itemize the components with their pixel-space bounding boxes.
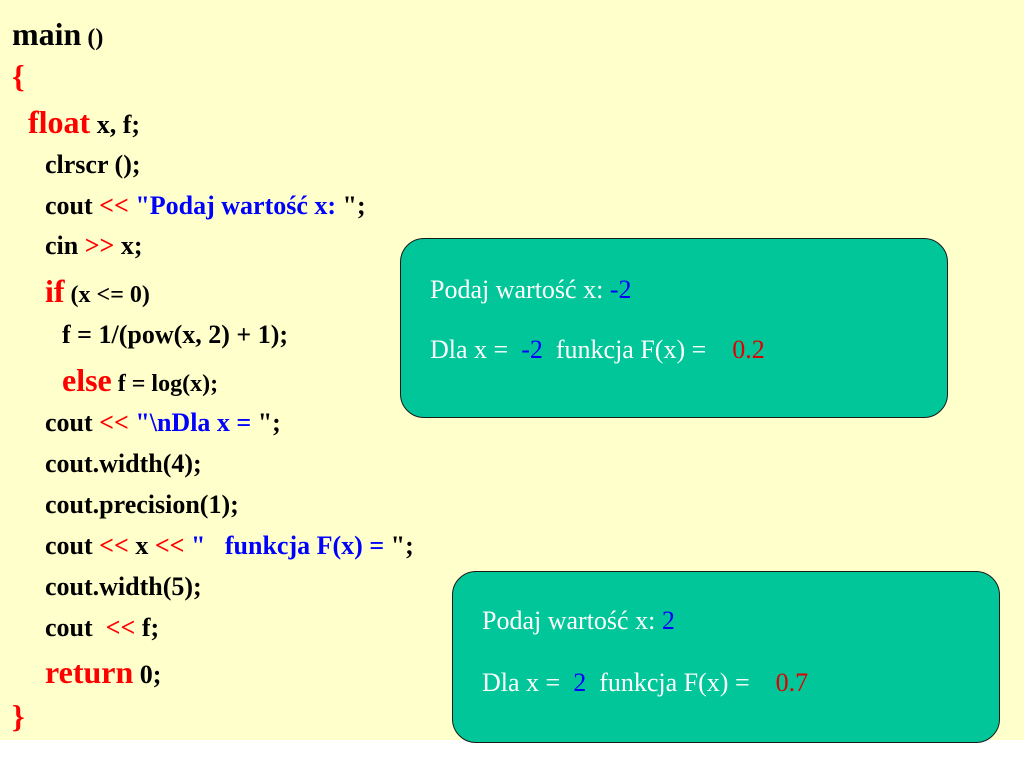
code-line-cout-funkcja: cout << x << " funkcja F(x) = ";: [45, 531, 414, 560]
x-value: 2: [573, 668, 587, 697]
code-line-clrscr: clrscr ();: [45, 150, 141, 179]
output-line-result: Dla x = -2 funkcja F(x) = 0.2: [430, 335, 765, 364]
keyword-main: main: [12, 16, 82, 52]
code-line-cout-prompt: cout << "Podaj wartość x: ";: [45, 191, 366, 220]
code-line-precision: cout.precision(1);: [45, 490, 239, 519]
code-line-return: return 0;: [45, 656, 161, 688]
code-line-cin: cin >> x;: [45, 231, 143, 260]
float-decl: x, f;: [90, 110, 141, 139]
operator-insert: <<: [99, 531, 129, 560]
slide-background: main () { float x, f; clrscr (); cout <<…: [0, 0, 1024, 743]
keyword-if: if: [45, 273, 65, 309]
keyword-float: float: [28, 104, 91, 140]
operator-insert: <<: [99, 191, 129, 220]
code-line-cout-dla: cout << "\nDla x = ";: [45, 408, 281, 437]
main-parens: (): [81, 25, 104, 51]
code-line-if: if (x <= 0): [45, 275, 150, 307]
string-literal: " funkcja F(x) =: [184, 531, 391, 560]
result-value: 0.2: [732, 335, 765, 364]
code-line-width-5: cout.width(5);: [45, 572, 202, 601]
if-condition: (x <= 0): [64, 282, 150, 308]
result-value: 0.7: [775, 668, 809, 697]
code-line-pow: f = 1/(pow(x, 2) + 1);: [62, 320, 289, 349]
x-value: -2: [521, 335, 543, 364]
operator-insert: <<: [99, 408, 129, 437]
string-literal: "Podaj wartość x:: [128, 191, 343, 220]
output-line-result: Dla x = 2 funkcja F(x) = 0.7: [482, 668, 809, 697]
input-value: -2: [609, 275, 632, 304]
operator-insert: <<: [154, 531, 185, 560]
code-line-cout-f: cout << f;: [45, 613, 160, 642]
input-value: 2: [661, 606, 675, 635]
output-console-box-1: Podaj wartość x: -2 Dla x = -2 funkcja F…: [400, 238, 948, 418]
code-line-open-brace: {: [12, 58, 25, 94]
else-log: f = log(x);: [111, 371, 219, 397]
code-line-width-4: cout.width(4);: [45, 449, 202, 478]
output-line-prompt: Podaj wartość x: 2: [482, 606, 675, 635]
operator-insert: <<: [105, 613, 136, 642]
return-value: 0;: [133, 660, 162, 689]
output-console-box-2: Podaj wartość x: 2 Dla x = 2 funkcja F(x…: [452, 571, 1000, 743]
keyword-else: else: [62, 362, 112, 398]
code-line-close-brace: }: [12, 698, 25, 734]
code-line-else: else f = log(x);: [62, 364, 218, 396]
output-line-prompt: Podaj wartość x: -2: [430, 275, 632, 304]
code-line-main: main (): [12, 18, 103, 50]
code-line-float: float x, f;: [28, 106, 140, 138]
operator-extract: >>: [84, 231, 115, 260]
string-literal: "\nDla x =: [128, 408, 258, 437]
keyword-return: return: [45, 654, 134, 690]
